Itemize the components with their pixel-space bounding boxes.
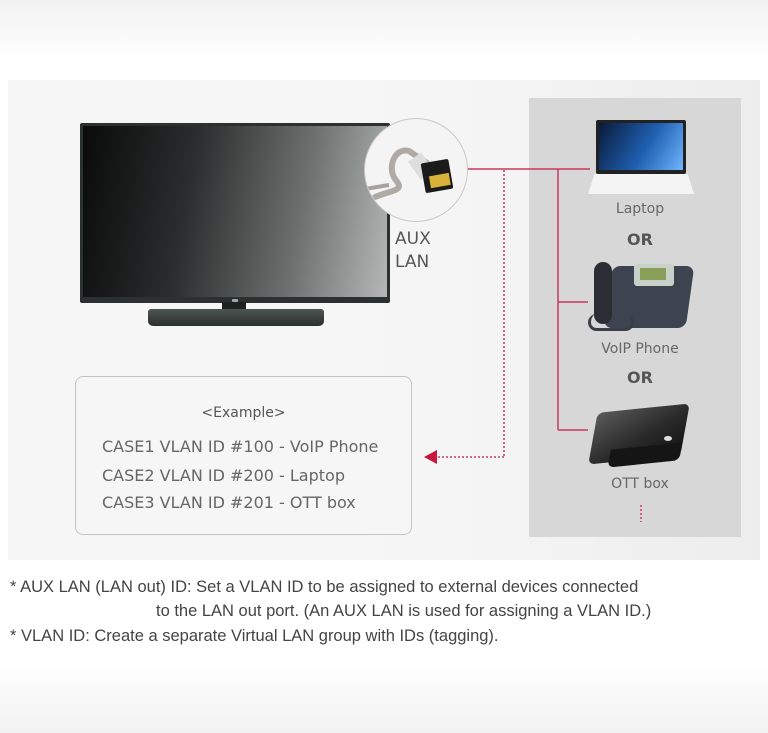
arrow-left-icon xyxy=(424,450,437,464)
example-case-2: CASE2 VLAN ID #200 - Laptop xyxy=(102,466,345,485)
note-vlan-id: * VLAN ID: Create a separate Virtual LAN… xyxy=(10,627,499,645)
tv-stand xyxy=(148,309,324,326)
or-separator: OR xyxy=(627,368,653,387)
tv-stand-neck xyxy=(222,302,246,312)
device-label-laptop: Laptop xyxy=(615,201,665,217)
tv-monitor-icon xyxy=(80,123,390,303)
note-aux-lan-line1: * AUX LAN (LAN out) ID: Set a VLAN ID to… xyxy=(10,578,639,596)
example-case-1: CASE1 VLAN ID #100 - VoIP Phone xyxy=(102,437,379,456)
example-case-3: CASE3 VLAN ID #201 - OTT box xyxy=(102,493,356,512)
tv-logo xyxy=(232,299,238,302)
or-separator: OR xyxy=(627,230,653,249)
device-label-ott-box: OTT box xyxy=(611,476,669,492)
lan-cable-icon xyxy=(364,118,468,222)
aux-lan-label: AUX LAN xyxy=(395,229,431,272)
voip-phone-icon xyxy=(588,258,695,334)
example-title: <Example> xyxy=(201,405,286,421)
example-box: <Example> CASE1 VLAN ID #100 - VoIP Phon… xyxy=(75,376,412,535)
device-label-voip-phone: VoIP Phone xyxy=(601,341,679,357)
tv-screen xyxy=(83,126,387,297)
ott-box-icon xyxy=(588,400,690,474)
laptop-icon xyxy=(588,118,694,196)
note-aux-lan-line2: to the LAN out port. (An AUX LAN is used… xyxy=(156,602,652,620)
